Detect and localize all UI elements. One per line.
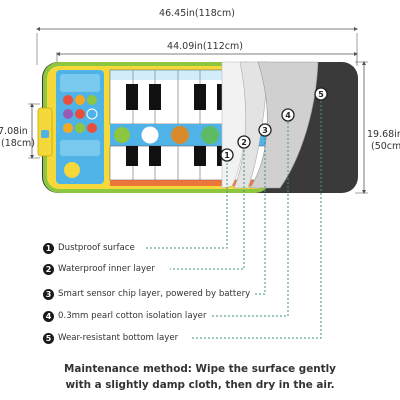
side-box-dimension: 7.08in (18cm)	[0, 103, 40, 159]
play-length-label: 44.09in(112cm)	[167, 41, 243, 52]
height-cm-label: (50cm)	[371, 141, 400, 152]
callout-2: 2	[237, 135, 251, 149]
layer-number-badge: 2	[43, 263, 54, 275]
maintenance-line-1: Maintenance method: Wipe the surface gen…	[64, 363, 336, 375]
height-dimension: 19.68in (50cm)	[355, 61, 400, 194]
layer-row-2: 2 Waterproof inner layer	[43, 262, 155, 276]
maintenance-note: Maintenance method: Wipe the surface gen…	[0, 361, 400, 393]
callout-markers: 1 2 3 4 5	[220, 87, 328, 162]
layer-row-5: 5 Wear-resistant bottom layer	[43, 331, 178, 345]
piano-mat-illustration	[37, 61, 358, 193]
pearl-cotton-layer	[249, 61, 319, 189]
layer-label: Dustproof surface	[58, 243, 135, 253]
callout-number: 4	[285, 111, 291, 120]
callout-1: 1	[220, 148, 234, 162]
height-in-label: 19.68in	[367, 129, 400, 140]
layer-row-3: 3 Smart sensor chip layer, powered by bat…	[43, 287, 250, 301]
callout-number: 3	[262, 126, 268, 135]
layer-number-badge: 3	[43, 288, 54, 300]
callout-number: 2	[241, 138, 247, 147]
maintenance-line-2: with a slightly damp cloth, then dry in …	[65, 379, 335, 391]
layer-row-1: 1 Dustproof surface	[43, 241, 135, 255]
callout-number: 5	[318, 90, 324, 99]
callout-5: 5	[314, 87, 328, 101]
layer-label: Waterproof inner layer	[58, 264, 155, 274]
callout-4: 4	[281, 108, 295, 122]
total-length-label: 46.45in(118cm)	[159, 8, 235, 19]
layer-number-badge: 1	[43, 242, 54, 254]
layer-label: Smart sensor chip layer, powered by batt…	[58, 289, 251, 299]
side-cm-label: (18cm)	[1, 138, 35, 149]
sun-icon	[64, 162, 80, 178]
layer-row-4: 4 0.3mm pearl cotton isolation layer	[43, 309, 207, 323]
callout-3: 3	[258, 123, 272, 137]
layer-label: 0.3mm pearl cotton isolation layer	[58, 311, 207, 321]
layer-number-badge: 5	[43, 332, 54, 344]
side-in-label: 7.08in	[0, 126, 28, 137]
layer-number-badge: 4	[43, 310, 54, 322]
sensor-layer	[233, 61, 269, 189]
layer-label: Wear-resistant bottom layer	[58, 333, 179, 343]
leader-lines	[146, 101, 322, 339]
total-length-dimension: 46.45in(118cm)	[36, 8, 358, 65]
callout-number: 1	[224, 151, 230, 160]
